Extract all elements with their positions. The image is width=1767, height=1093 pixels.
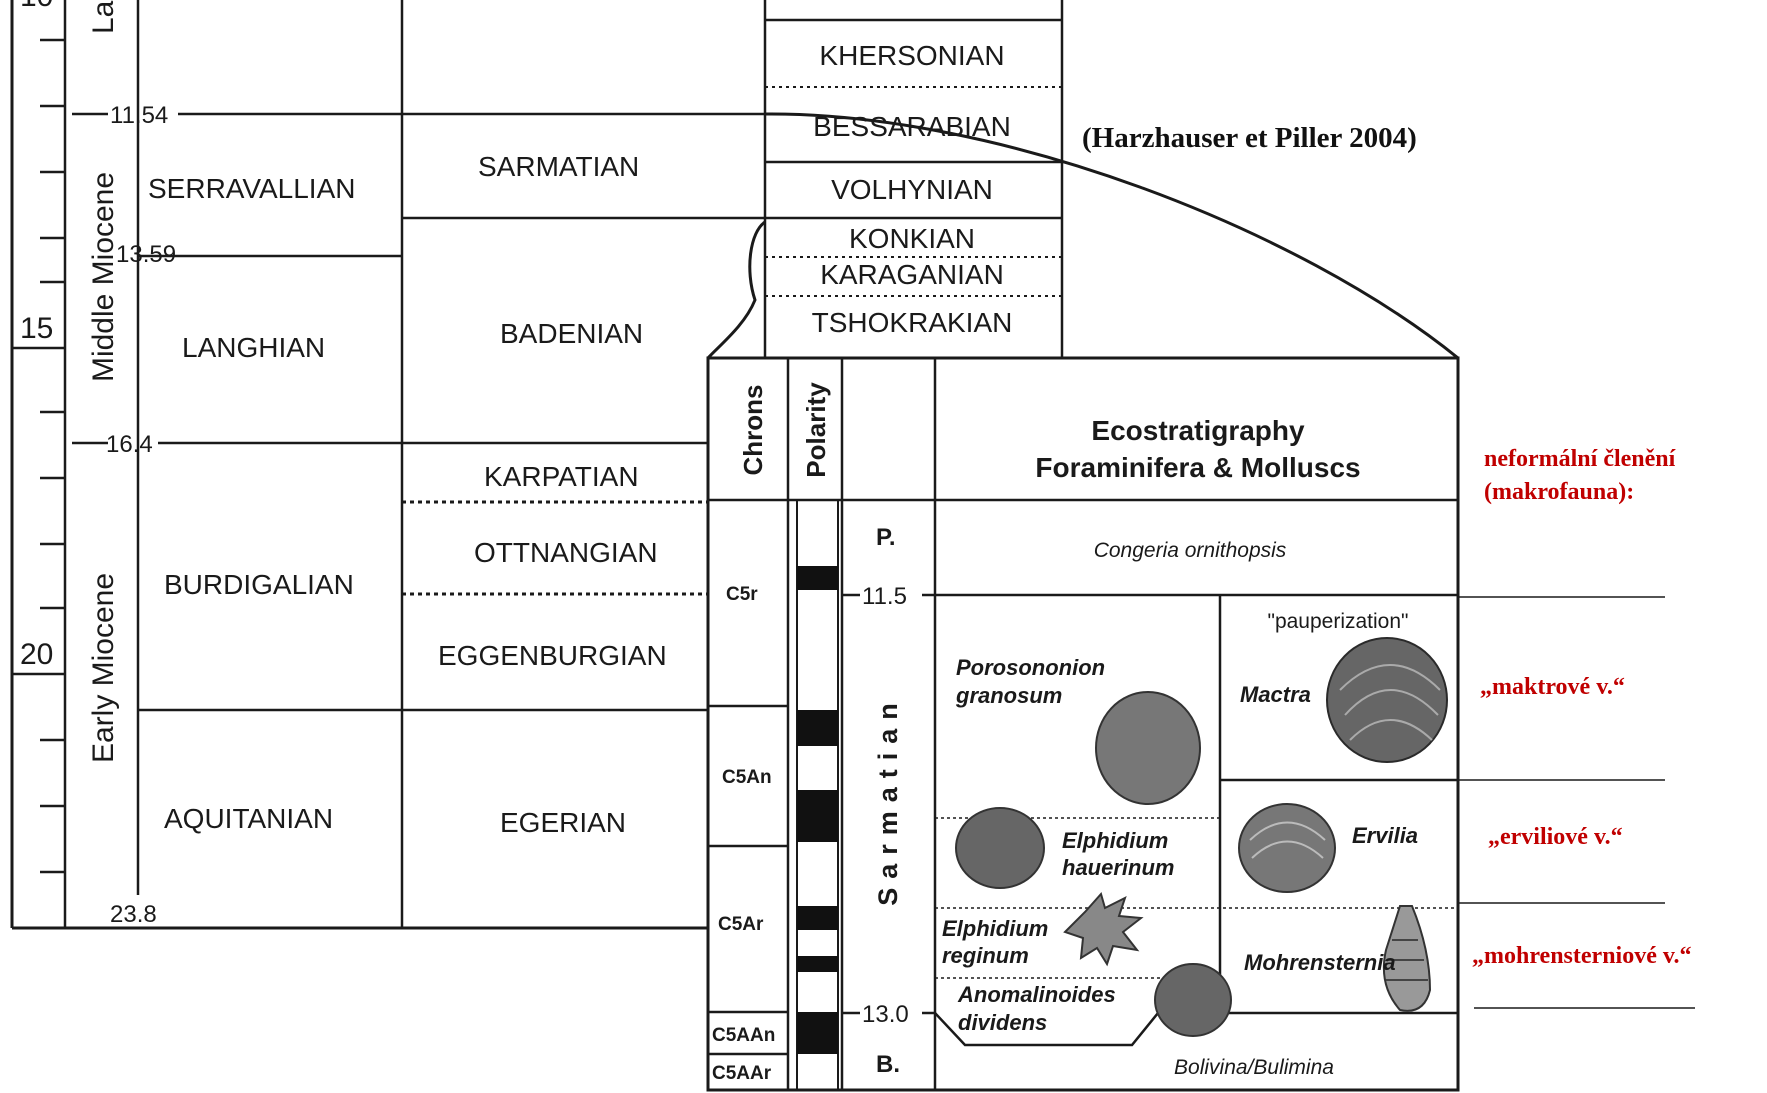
elphidium-reginum-label-2: reginum [942,943,1029,968]
standard-stage-labels: SERRAVALLIAN LANGHIAN BURDIGALIAN AQUITA… [148,173,355,834]
stage-khersonian: KHERSONIAN [819,40,1004,71]
informal-heading-2: (makrofauna): [1484,479,1634,505]
stage-langhian: LANGHIAN [182,332,325,363]
elphidium-reginum-label-1: Elphidium [942,916,1048,941]
paratethys-stage-labels: SARMATIAN BADENIAN KARPATIAN OTTNANGIAN … [438,151,667,838]
boundary-23-8: 23.8 [110,901,157,928]
boundary-11-54: 11.54 [110,102,168,129]
stage-konkian: KONKIAN [849,223,975,254]
chron-c5aar: C5AAr [712,1063,772,1084]
porosononion-label-1: Porosononion [956,655,1105,680]
age-13-0: 13.0 [862,1001,909,1028]
mohrensternia-shell-icon [1382,905,1432,1012]
polarity-normal-2 [797,710,838,746]
chron-c5ar: C5Ar [718,914,764,935]
pauperization-label: "pauperization" [1267,610,1408,633]
elphidium-hauerinum-label-2: hauerinum [1062,855,1174,880]
chron-c5r: C5r [726,584,758,605]
age-11-5: 11.5 [862,583,907,610]
stage-karpatian: KARPATIAN [484,461,639,492]
stage-b: B. [876,1051,900,1078]
stage-p: P. [876,524,896,551]
polarity-bar [797,566,838,1054]
elphidium-hauerinum-label-1: Elphidium [1062,828,1168,853]
ervilia-shell-icon [1238,803,1336,893]
zone-maktrove: „maktrové v.“ [1480,674,1625,700]
boundary-age-labels: 11.54 13.59 16.4 23.8 [106,102,176,928]
east-paratethys-labels: KHERSONIAN BESSARABIAN VOLHYNIAN KONKIAN… [812,40,1013,338]
epoch-middle-miocene: Middle Miocene [87,172,120,382]
stage-eggenburgian: EGGENBURGIAN [438,640,667,671]
congeria-label: Congeria ornithopsis [1094,539,1287,562]
mohrensternia-label: Mohrensternia [1244,950,1396,975]
elphidium-hauerinum-fossil-icon [955,807,1045,889]
stage-aquitanian: AQUITANIAN [164,803,333,834]
informal-labels: neformální členění (makrofauna): „maktro… [1472,446,1692,969]
ecostratigraphy-header-1: Ecostratigraphy [1091,415,1305,446]
east-paratethys-column [706,0,1459,360]
ecostratigraphy-header-2: Foraminifera & Molluscs [1035,452,1360,483]
chron-c5aan: C5AAn [712,1025,775,1046]
citation: (Harzhauser et Piller 2004) [1082,122,1417,154]
polarity-normal-6 [797,1012,838,1054]
sarmatian-stage-labels: P. B. Sarmatian 11.5 13.0 [862,524,909,1078]
detail-headers: Chrons Polarity Ecostratigraphy Foramini… [738,382,1361,483]
stage-bessarabian: BESSARABIAN [813,111,1011,142]
polarity-normal-4 [797,906,838,930]
stage-karaganian: KARAGANIAN [820,259,1004,290]
zone-erviliove: „erviliové v.“ [1488,824,1623,850]
stage-egerian: EGERIAN [500,807,626,838]
bolivina-label: Bolivina/Bulimina [1174,1056,1334,1079]
porosononion-label-2: granosum [955,683,1062,708]
fossil-illustrations [955,637,1448,1037]
stage-burdigalian: BURDIGALIAN [164,569,354,600]
epoch-labels: La Middle Miocene Early Miocene [87,0,120,763]
stage-sarmatian-rotated: Sarmatian [873,694,903,906]
boundary-13-59: 13.59 [116,241,176,268]
epoch-late-miocene: La [87,0,120,34]
stage-tshokrakian: TSHOKRAKIAN [812,307,1013,338]
stage-sarmatian: SARMATIAN [478,151,639,182]
stage-serravallian: SERRAVALLIAN [148,173,355,204]
stage-badenian: BADENIAN [500,318,643,349]
age-tick-10: 10 [20,0,53,13]
chrons-header: Chrons [738,385,768,476]
chron-c5an: C5An [722,767,772,788]
detail-table-lines [706,356,1460,1092]
age-tick-labels: 10 15 20 [20,0,53,671]
age-tick-20: 20 [20,638,53,671]
porosononion-fossil-icon [1095,691,1201,805]
age-tick-15: 15 [20,312,53,345]
anomalinoides-label-2: dividens [958,1010,1047,1035]
stage-volhynian: VOLHYNIAN [831,174,993,205]
polarity-header: Polarity [801,382,831,478]
boundary-16-4: 16.4 [106,431,153,458]
chron-labels: C5r C5An C5Ar C5AAn C5AAr [712,584,775,1084]
elphidium-reginum-fossil-icon [1063,891,1144,967]
informal-heading-1: neformální členění [1484,446,1676,472]
epoch-early-miocene: Early Miocene [87,573,120,763]
anomalinoides-label-1: Anomalinoides [957,982,1116,1007]
ecostratigraphy-labels: Congeria ornithopsis "pauperization" Por… [942,539,1418,1079]
anomalinoides-fossil-icon [1154,963,1232,1037]
mactra-shell-icon [1326,637,1448,763]
polarity-normal-5 [797,956,838,972]
left-table-lines [10,0,765,930]
ervilia-label: Ervilia [1352,823,1418,848]
informal-zone-lines [1458,596,1695,1009]
polarity-normal-1 [797,566,838,590]
mactra-label: Mactra [1240,682,1311,707]
zone-mohrensterniove: „mohrensterniové v.“ [1472,943,1692,969]
stage-ottnangian: OTTNANGIAN [474,537,658,568]
polarity-normal-3 [797,790,838,842]
